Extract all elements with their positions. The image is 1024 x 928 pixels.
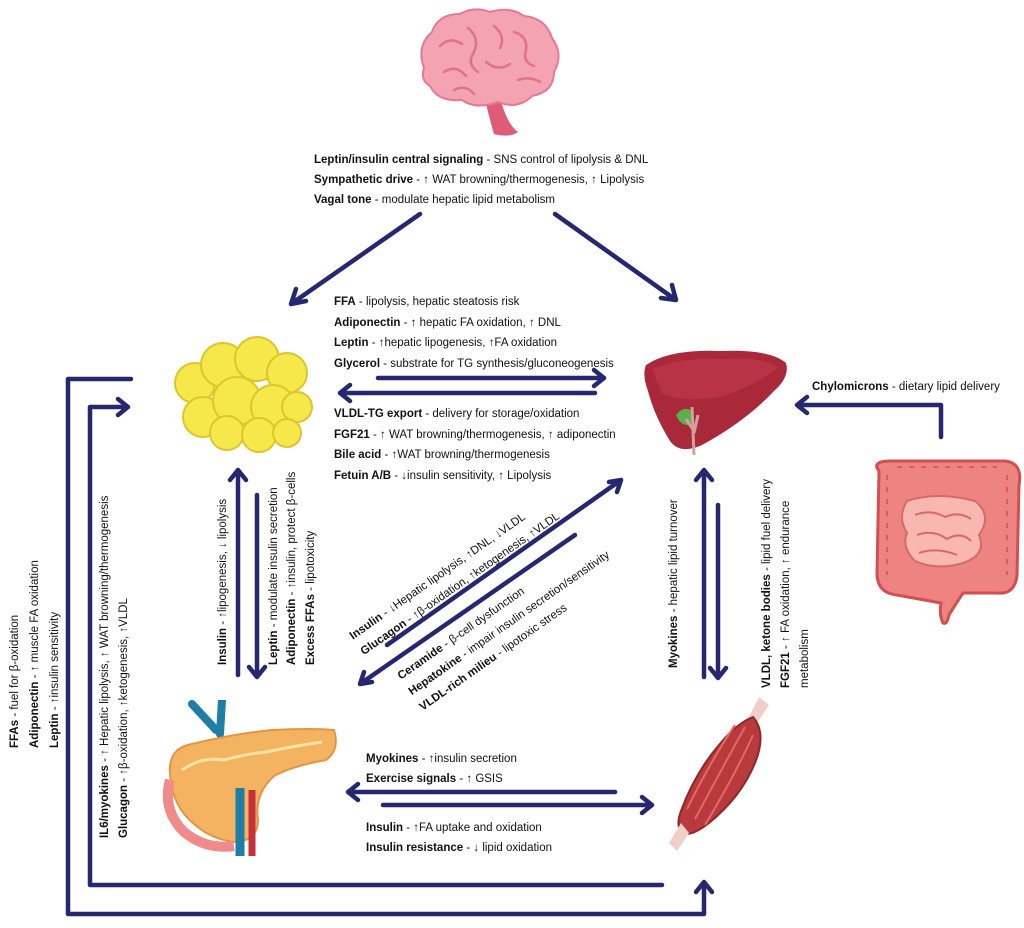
arrow-adipose-to-pancreas	[246, 492, 268, 680]
signal-line: FFAs - fuel for β-oxidation	[9, 614, 21, 748]
muscle-to-liver-signal: Myokines - hepatic lipid turnover	[668, 499, 680, 668]
arrow-muscle-to-pancreas	[345, 781, 618, 803]
brain-signals: Leptin/insulin central signaling - SNS c…	[314, 150, 648, 210]
arrow-liver-to-pancreas	[357, 532, 578, 687]
signal-line: FGF21 - ↑ WAT browning/thermogenesis, ↑ …	[334, 428, 616, 441]
signal-line: VLDL, ketone bodies - lipid fuel deliver…	[761, 479, 773, 688]
signal-line: Insulin resistance - ↓ lipid oxidation	[366, 842, 553, 854]
signal-line: Glycerol - substrate for TG synthesis/gl…	[334, 357, 614, 370]
signal-line: Excess FFAs - lipotoxicity	[304, 530, 317, 665]
signal-line: IL6/myokines - ↑ Hepatic lipolysis, ↑ WA…	[99, 495, 111, 838]
adipose-pancreas-signals: Insulin - ↑lipogenesis, ↓ lipolysis Lept…	[214, 472, 320, 665]
intestine-icon	[875, 459, 1022, 625]
signal-line: Fetuin A/B - ↓insulin sensitivity, ↑ Lip…	[334, 469, 552, 482]
arrow-muscle-to-liver	[693, 467, 715, 680]
brain-icon	[420, 8, 560, 136]
arrow-liver-to-adipose	[337, 382, 598, 404]
brain-signal-line: Sympathetic drive - ↑ WAT browning/therm…	[314, 174, 645, 186]
adipose-to-liver-signals: FFA - lipolysis, hepatic steatosis risk …	[334, 292, 614, 374]
arrow-adipose-to-liver	[375, 367, 607, 389]
arrow-adipose-to-muscle	[65, 376, 715, 917]
muscle-to-adipose-signals: IL6/myokines - ↑ Hepatic lipolysis, ↑ WA…	[96, 496, 134, 838]
liver-to-muscle-signals: VLDL, ketone bodies - lipid fuel deliver…	[758, 479, 815, 688]
signal-line: Glucagon - ↑β-oxidation, ↑ketogenesis, ↑…	[118, 598, 130, 838]
signal-line: FGF21 - ↑ FA oxidation, ↑ endurance	[780, 500, 792, 688]
arrow-intestine-to-liver	[794, 394, 944, 440]
brain-signal-line: Leptin/insulin central signaling - SNS c…	[314, 154, 649, 166]
signal-line: Insulin - ↑FA uptake and oxidation	[366, 822, 542, 834]
signal-line: Insulin - ↑lipogenesis, ↓ lipolysis	[217, 498, 229, 665]
muscle-to-pancreas-signals: Myokines - ↑insulin secretion Exercise s…	[366, 749, 517, 789]
signal-line: VLDL-TG export - delivery for storage/ox…	[334, 408, 580, 420]
adipose-to-muscle-signals: FFAs - fuel for β-oxidation Adiponectin …	[5, 560, 65, 748]
arrow-brain-to-liver	[552, 211, 679, 303]
arrow-pancreas-to-liver	[384, 477, 624, 648]
liver-icon	[644, 350, 787, 456]
arrow-pancreas-to-adipose	[227, 467, 249, 678]
arrow-brain-to-adipose	[288, 211, 423, 307]
signal-line: Adiponectin - ↑ muscle FA oxidation	[29, 560, 41, 748]
intestine-to-liver-signal: Chylomicrons - dietary lipid delivery	[812, 381, 1000, 393]
signal-line: Bile acid - ↑WAT browning/thermogenesis	[334, 449, 550, 461]
pancreas-icon	[162, 700, 337, 856]
signal-line: Myokines - ↑insulin secretion	[366, 753, 517, 765]
brain-signal-line: Vagal tone - modulate hepatic lipid meta…	[314, 194, 555, 206]
signal-line: Leptin - modulate insulin secretion	[267, 487, 280, 665]
signal-line: Exercise signals - ↑ GSIS	[366, 773, 503, 785]
signal-line: Leptin - ↑insulin sensitivity	[49, 611, 61, 748]
arrow-muscle-to-adipose	[87, 396, 665, 888]
arrow-pancreas-to-muscle	[380, 794, 655, 816]
liver-to-adipose-signals: VLDL-TG export - delivery for storage/ox…	[334, 404, 616, 486]
signal-line: Adiponectin - ↑insulin, protect β-cells	[286, 471, 298, 665]
signal-line: FFA - lipolysis, hepatic steatosis risk	[334, 296, 520, 308]
signal-line: Adiponectin - ↑ hepatic FA oxidation, ↑ …	[334, 316, 561, 329]
arrow-liver-to-muscle	[707, 502, 729, 681]
pancreas-to-muscle-signals: Insulin - ↑FA uptake and oxidation Insul…	[366, 818, 552, 858]
signal-line: Leptin - ↑hepatic lipogenesis, ↑FA oxida…	[334, 337, 558, 349]
muscle-icon	[669, 697, 769, 851]
adipose-tissue-icon	[174, 336, 313, 453]
signal-line: metabolism	[799, 629, 811, 688]
